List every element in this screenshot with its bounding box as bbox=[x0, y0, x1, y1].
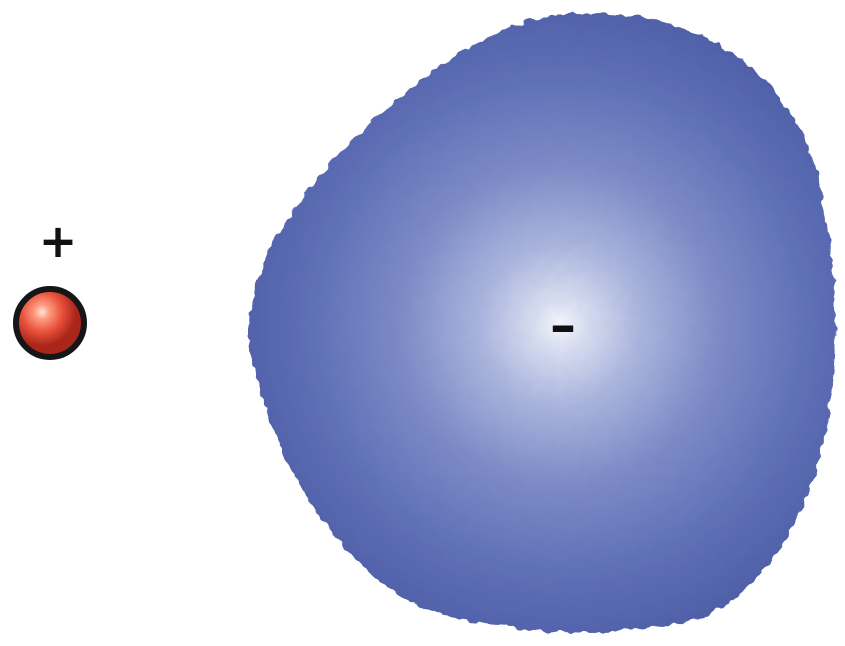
negative-charge-label: – bbox=[534, 300, 592, 352]
positive-charge-label: + bbox=[34, 218, 82, 264]
positive-charge-ball bbox=[16, 289, 84, 357]
